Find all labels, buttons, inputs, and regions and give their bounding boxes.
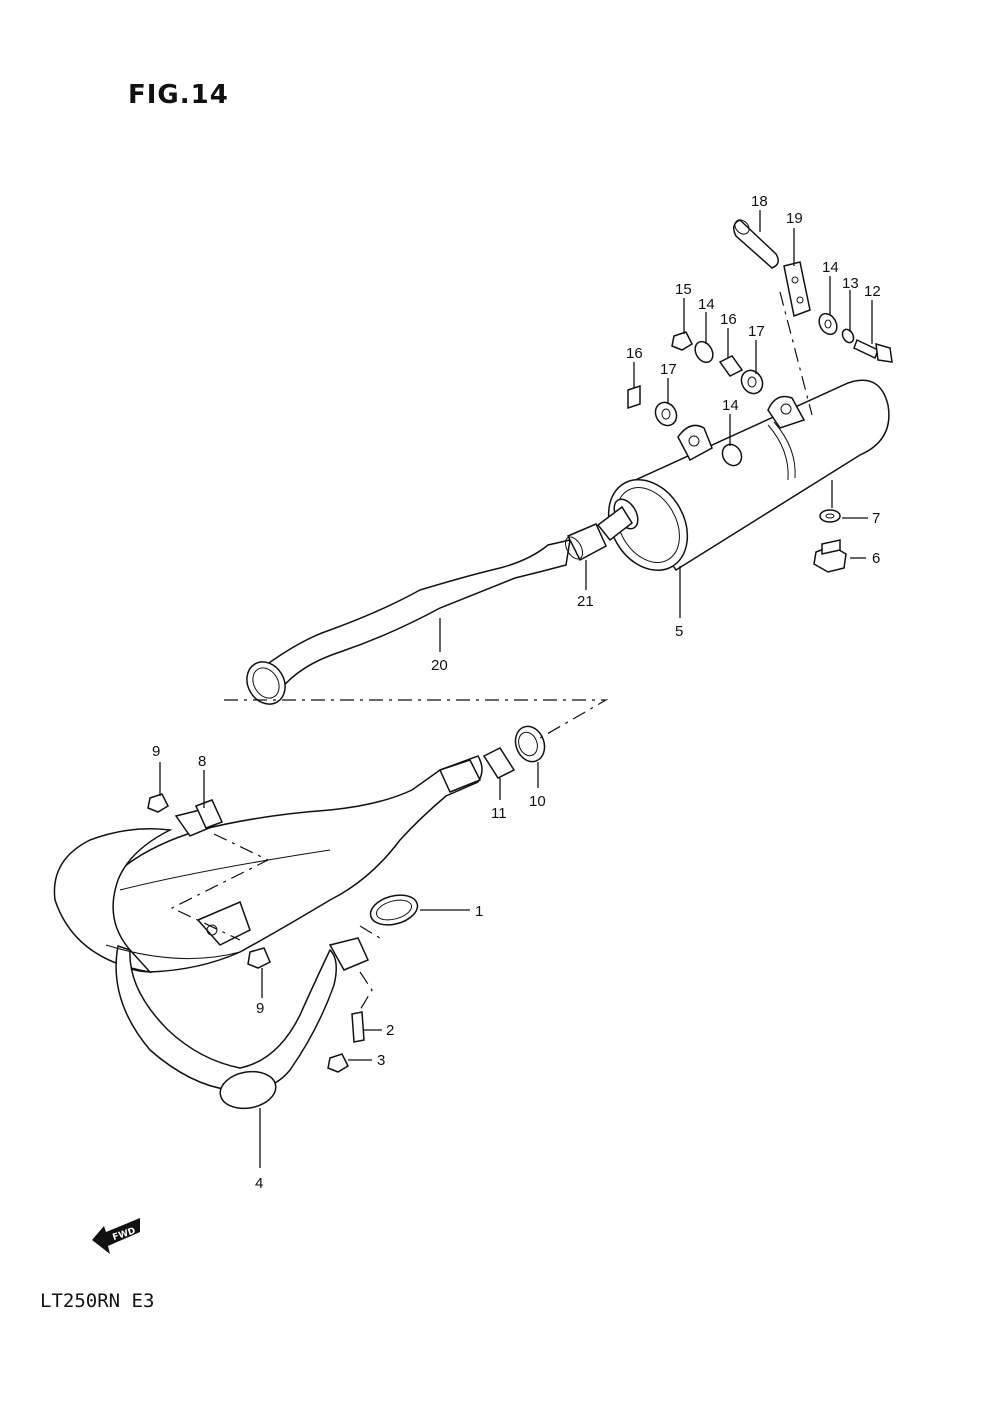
callout-14: 14	[822, 259, 839, 276]
callout-21: 21	[577, 593, 594, 610]
exhaust-pipe-part	[53, 755, 483, 1110]
callout-4: 4	[255, 1175, 263, 1192]
callout-9: 9	[152, 743, 160, 760]
callout-9: 9	[256, 1000, 264, 1017]
callout-18: 18	[751, 193, 768, 210]
callout-16: 16	[626, 345, 643, 362]
callout-10: 10	[529, 793, 546, 810]
leader-lines	[159, 210, 873, 1168]
front-pipe-hardware	[147, 725, 546, 1073]
model-code: LT250RN E3	[40, 1290, 155, 1312]
callout-7: 7	[872, 510, 880, 527]
connector-pipe-part	[246, 523, 607, 705]
callout-20: 20	[431, 657, 448, 674]
callout-8: 8	[198, 753, 206, 770]
alignment-lines	[170, 699, 609, 1011]
callout-15: 15	[675, 281, 692, 298]
callout-19: 19	[786, 210, 803, 227]
fwd-arrow-icon: FWD	[92, 1218, 140, 1254]
callout-labels: 18 19 14 13 12 15 14 16 17 16 17 14 7 6 …	[152, 193, 881, 1192]
callout-12: 12	[864, 283, 881, 300]
callout-6: 6	[872, 550, 880, 567]
callout-17: 17	[748, 323, 765, 340]
muffler-mount-hardware	[627, 219, 893, 573]
callout-14: 14	[698, 296, 715, 313]
callout-1: 1	[475, 903, 483, 920]
figure-title: FIG.14	[128, 80, 229, 110]
callout-5: 5	[675, 623, 683, 640]
muffler-part	[596, 291, 890, 572]
callout-2: 2	[386, 1022, 394, 1039]
callout-14: 14	[722, 397, 739, 414]
callout-11: 11	[491, 805, 507, 822]
callout-16: 16	[720, 311, 737, 328]
callout-3: 3	[377, 1052, 385, 1069]
callout-17: 17	[660, 361, 677, 378]
callout-13: 13	[842, 275, 859, 292]
